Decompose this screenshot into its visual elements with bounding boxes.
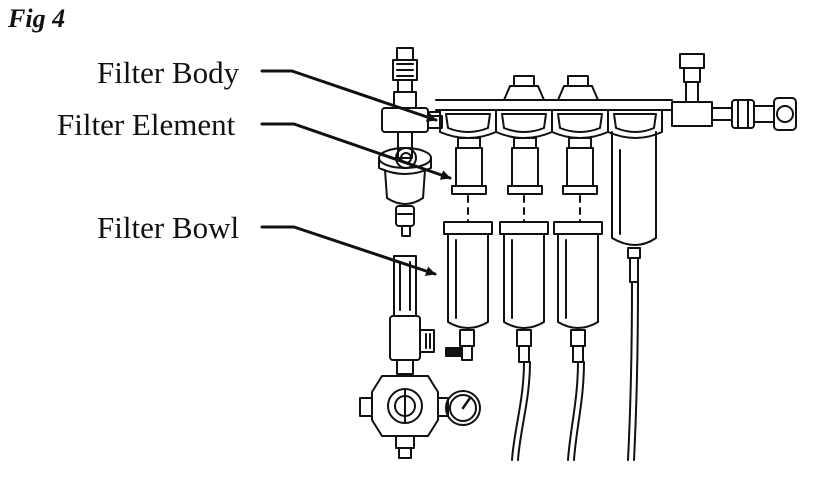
filter-bowl-4 [611, 131, 657, 461]
filter-body-arrow [260, 69, 438, 122]
filter-bowl-2 [499, 221, 549, 461]
leader-arrows [260, 69, 452, 276]
figure-title: Fig 4 [8, 4, 66, 33]
regulator [378, 147, 435, 375]
filter-element-2 [507, 147, 543, 223]
filter-bowl-3 [553, 221, 603, 461]
filter-head-3 [551, 75, 609, 149]
filter-element-arrow [260, 122, 452, 180]
filter-bowl-label: Filter Bowl [97, 210, 240, 245]
filter-body-label: Filter Body [97, 55, 240, 90]
pressure-regulator [359, 375, 481, 459]
filter-bowl-arrow [260, 225, 437, 276]
outlet-fittings [671, 53, 797, 131]
filter-head-4 [607, 109, 663, 139]
filter-element-1 [451, 147, 487, 223]
filter-bowl-1 [443, 221, 493, 361]
pressure-gauge-icon [445, 390, 481, 426]
inlet-pipe-assembly [381, 47, 443, 159]
filter-head-1 [439, 109, 497, 149]
filter-element-label: Filter Element [57, 107, 236, 142]
filter-element-3 [562, 147, 598, 223]
filter-head-2 [495, 75, 553, 149]
